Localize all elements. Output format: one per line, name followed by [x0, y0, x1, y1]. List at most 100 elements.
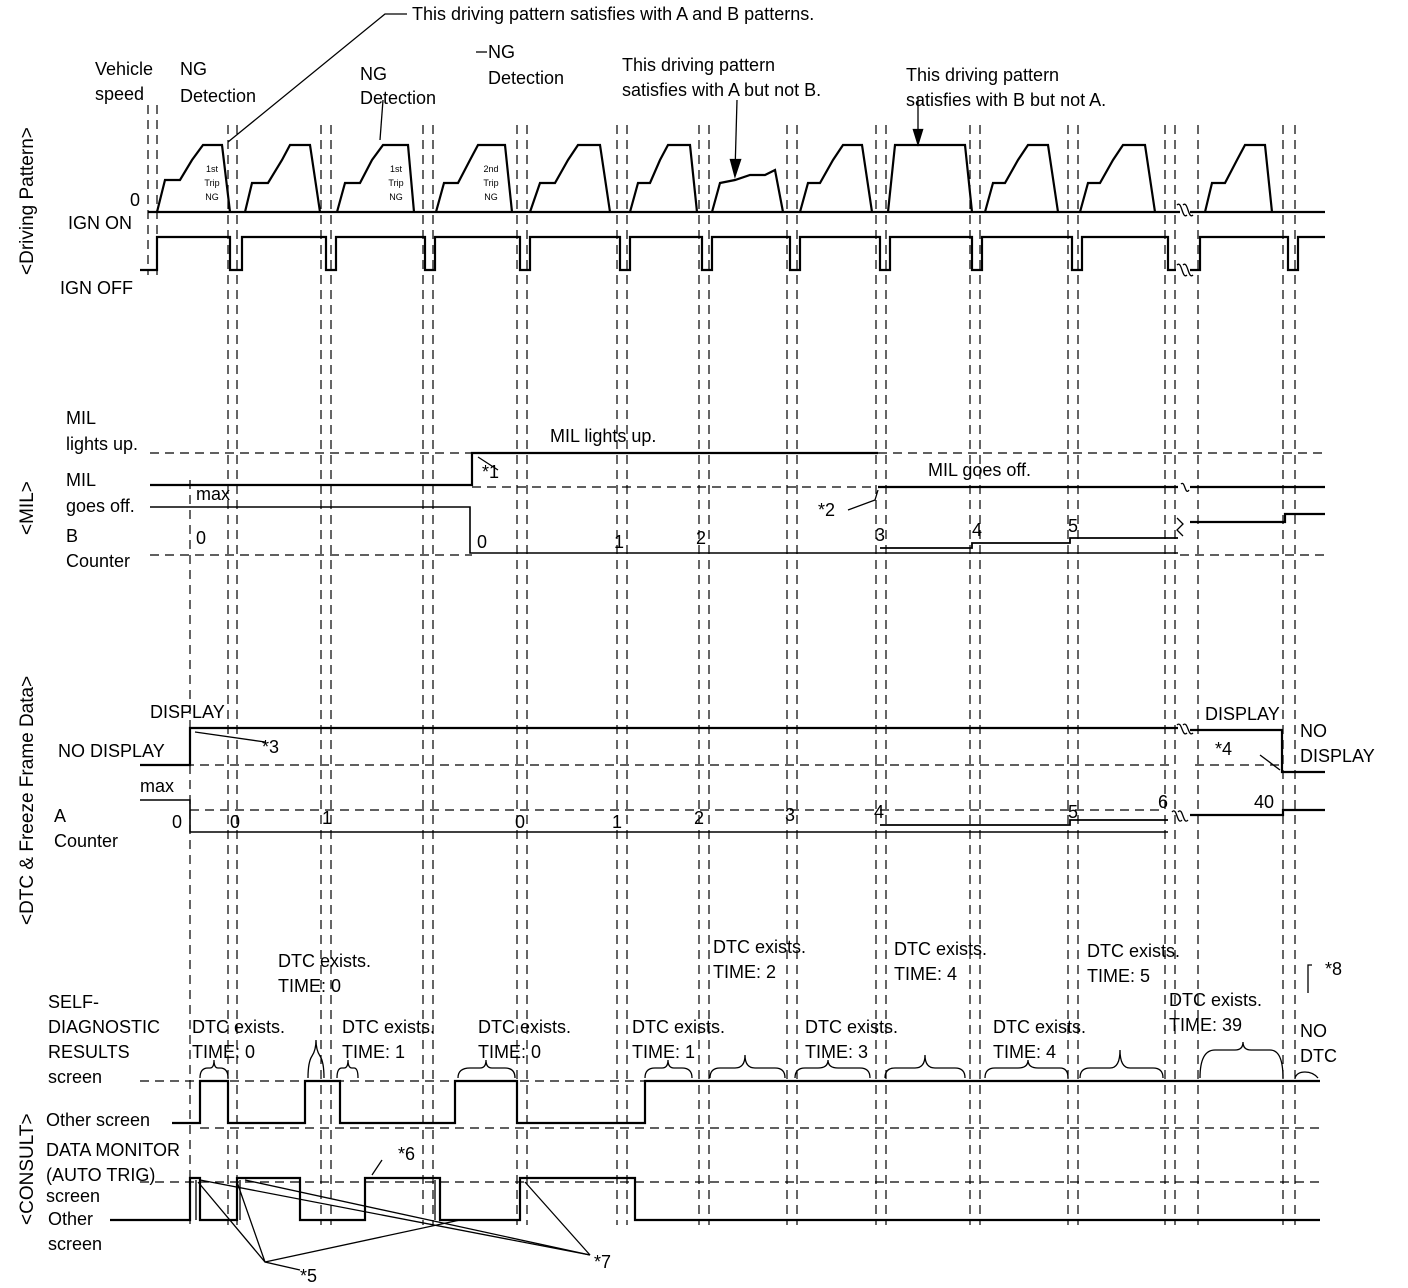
star-5-note: *5 [300, 1266, 317, 1286]
dtc-waveform [140, 726, 1325, 833]
b-counter-value: 0 [196, 528, 206, 548]
vertical-grid [147, 105, 1296, 1225]
dtc-time-note: TIME: 39 [1169, 1015, 1242, 1035]
b-counter-value: 3 [875, 525, 885, 545]
dtc-exists-note: DTC exists. [278, 951, 371, 971]
ng-detection-1-line1: NG [180, 59, 207, 79]
a-counter-value: 40 [1254, 792, 1274, 812]
a-counter-value: 0 [172, 812, 182, 832]
star-2-note: *2 [818, 500, 835, 520]
b-counter-label-line2: Counter [66, 551, 130, 571]
mil-goes-label-line2: goes off. [66, 496, 135, 516]
a-counter-value: 0 [515, 812, 525, 832]
dtc-time-note: TIME: 3 [805, 1042, 868, 1062]
pattern-ab-note: This driving pattern satisfies with A an… [412, 4, 814, 24]
dtc-exists-note: DTC exists. [805, 1017, 898, 1037]
a-counter-value: 4 [874, 802, 884, 822]
self-diag-label-line4: screen [48, 1067, 102, 1087]
mil-lights-label-line1: MIL [66, 408, 96, 428]
b-counter-value: 0 [477, 532, 487, 552]
ng-detection-2-line1: NG [360, 64, 387, 84]
b-counter-value: 5 [1068, 516, 1078, 536]
star-7-note: *7 [594, 1252, 611, 1272]
star-8-note: *8 [1325, 959, 1342, 979]
pattern-b-note-line1: This driving pattern [906, 65, 1059, 85]
speed-label: speed [95, 84, 144, 104]
ign-off-label: IGN OFF [60, 278, 133, 298]
leader-lines [194, 13, 1312, 1271]
dtc-no-display-right-line1: NO [1300, 721, 1327, 741]
speed-waveform [148, 143, 1325, 214]
dtc-display-label-right: DISPLAY [1205, 704, 1280, 724]
a-counter-value: 1 [612, 812, 622, 832]
dtc-exists-note: DTC exists. [1087, 941, 1180, 961]
no-dtc-line2: DTC [1300, 1046, 1337, 1066]
pattern-a-note-line1: This driving pattern [622, 55, 775, 75]
dtc-time-note: TIME: 0 [478, 1042, 541, 1062]
a-counter-value: 0 [230, 812, 240, 832]
ng-detection-3-line1: NG [488, 42, 515, 62]
trip-label-1b: Trip [204, 178, 219, 188]
dtc-display-label: DISPLAY [150, 702, 225, 722]
ign-on-label: IGN ON [68, 213, 132, 233]
mil-lights-up-note: MIL lights up. [550, 426, 656, 446]
dtc-no-display-label: NO DISPLAY [58, 741, 165, 761]
star-3-note: *3 [262, 737, 279, 757]
dtc-no-display-right-line2: DISPLAY [1300, 746, 1375, 766]
a-counter-value: 1 [322, 808, 332, 828]
other-screen-2-line1: Other [48, 1209, 93, 1229]
dtc-time-note: TIME: 4 [993, 1042, 1056, 1062]
dtc-exists-note: DTC exists. [478, 1017, 571, 1037]
trip-label-2b: Trip [388, 178, 403, 188]
b-counter-value: 4 [972, 520, 982, 540]
star-1-note: *1 [482, 462, 499, 482]
dtc-time-note: TIME: 2 [713, 962, 776, 982]
star-6-note: *6 [398, 1144, 415, 1164]
section-driving-pattern: <Driving Pattern> [17, 127, 38, 275]
vehicle-label: Vehicle [95, 59, 153, 79]
mil-lights-label-line2: lights up. [66, 434, 138, 454]
mil-waveform [150, 451, 1325, 554]
b-counter-label-line1: B [66, 526, 78, 546]
b-counter-max: max [196, 484, 230, 504]
data-monitor-label-line3: screen [46, 1186, 100, 1206]
dtc-exists-note: DTC exists. [342, 1017, 435, 1037]
section-dtc: <DTC & Freeze Frame Data> [17, 676, 38, 925]
pattern-b-note-line2: satisfies with B but not A. [906, 90, 1106, 110]
ng-detection-2-line2: Detection [360, 88, 436, 108]
dtc-exists-note: DTC exists. [1169, 990, 1262, 1010]
other-screen-2-line2: screen [48, 1234, 102, 1254]
dtc-time-note: TIME: 0 [192, 1042, 255, 1062]
ng-detection-1-line2: Detection [180, 86, 256, 106]
data-monitor-label-line1: DATA MONITOR [46, 1140, 180, 1160]
self-diag-label-line3: RESULTS [48, 1042, 130, 1062]
a-counter-value: 6 [1158, 792, 1168, 812]
ignition-waveform [140, 235, 1325, 272]
horizontal-guides [140, 452, 1325, 1183]
b-counter-value: 1 [614, 532, 624, 552]
a-counter-value: 3 [785, 805, 795, 825]
ng-detection-3-line2: Detection [488, 68, 564, 88]
break-marks [1171, 203, 1194, 822]
a-counter-label-line2: Counter [54, 831, 118, 851]
a-counter-max: max [140, 776, 174, 796]
dtc-exists-note: DTC exists. [894, 939, 987, 959]
dtc-time-note: TIME: 1 [632, 1042, 695, 1062]
dtc-exists-note: DTC exists. [192, 1017, 285, 1037]
self-diag-label-line1: SELF- [48, 992, 99, 1012]
dtc-exists-note: DTC exists. [993, 1017, 1086, 1037]
section-consult: <CONSULT> [17, 1113, 38, 1225]
pattern-a-note-line2: satisfies with A but not B. [622, 80, 821, 100]
consult-waveform [110, 1079, 1320, 1222]
section-mil: <MIL> [17, 481, 38, 535]
dtc-braces [199, 1039, 1319, 1079]
mil-goes-label-line1: MIL [66, 470, 96, 490]
trip-label-3c: NG [484, 192, 498, 202]
dtc-time-note: TIME: 5 [1087, 966, 1150, 986]
dtc-time-note: TIME: 1 [342, 1042, 405, 1062]
trip-label-1c: NG [205, 192, 219, 202]
speed-zero-label: 0 [130, 190, 140, 210]
no-dtc-line1: NO [1300, 1021, 1327, 1041]
a-counter-value: 5 [1068, 802, 1078, 822]
